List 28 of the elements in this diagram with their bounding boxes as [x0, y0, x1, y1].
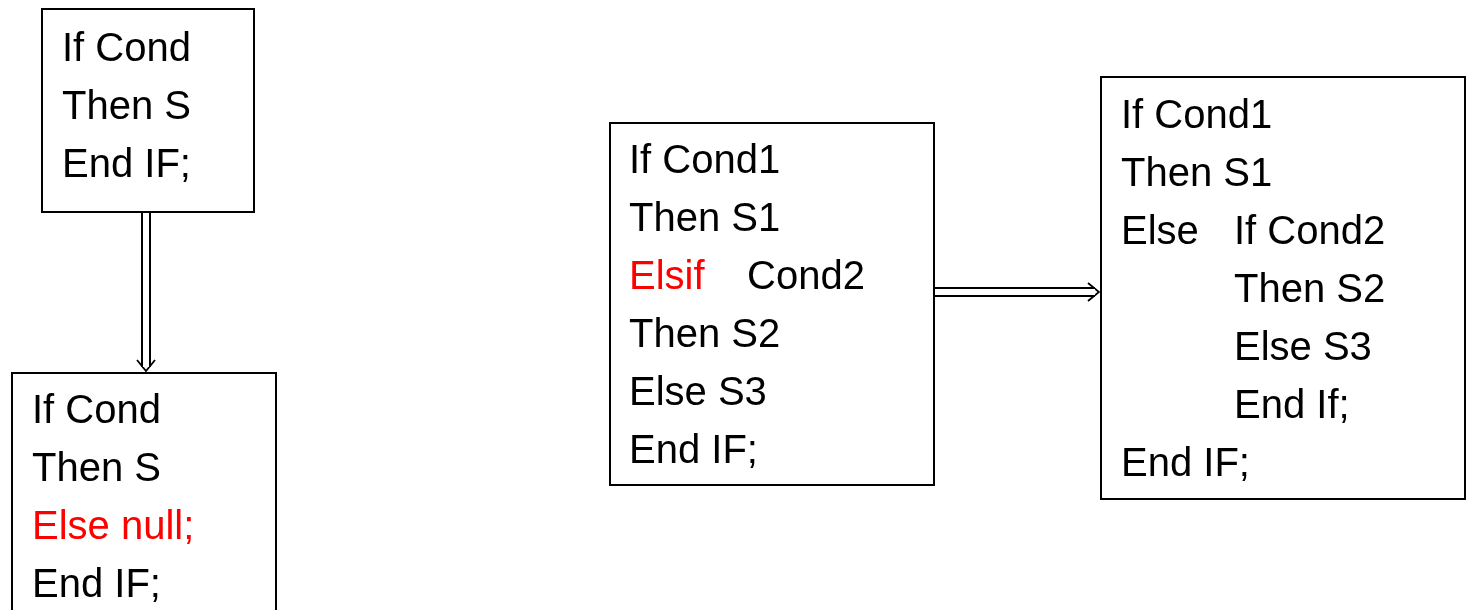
double-arrow: [935, 282, 1100, 302]
code-line: Else: [1121, 207, 1199, 254]
code-line: End If;: [1234, 381, 1350, 428]
code-box: [11, 372, 277, 610]
code-line: If Cond2: [1234, 207, 1386, 254]
code-line: If Cond1: [1121, 91, 1273, 138]
code-line: Then S2: [629, 310, 781, 357]
code-line: If Cond1: [629, 136, 781, 183]
code-line: End IF;: [1121, 439, 1250, 486]
code-line: End IF;: [629, 426, 758, 473]
code-line: Then S: [32, 444, 161, 491]
code-line: End IF;: [32, 560, 161, 607]
code-box: [609, 122, 935, 486]
code-line: Else S3: [629, 368, 767, 415]
code-box: [1100, 76, 1466, 500]
code-line: Then S2: [1234, 265, 1386, 312]
code-line: Then S: [62, 82, 191, 129]
code-line: End IF;: [62, 140, 191, 187]
code-line: Else S3: [1234, 323, 1372, 370]
code-line: Elsif: [629, 252, 705, 299]
code-line: If Cond: [62, 24, 191, 71]
code-line: Then S1: [1121, 149, 1273, 196]
code-line: Then S1: [629, 194, 781, 241]
code-line: Else null;: [32, 502, 195, 549]
code-line: Cond2: [747, 252, 865, 299]
double-arrow: [136, 213, 156, 372]
code-box: [41, 8, 255, 213]
code-line: If Cond: [32, 386, 161, 433]
